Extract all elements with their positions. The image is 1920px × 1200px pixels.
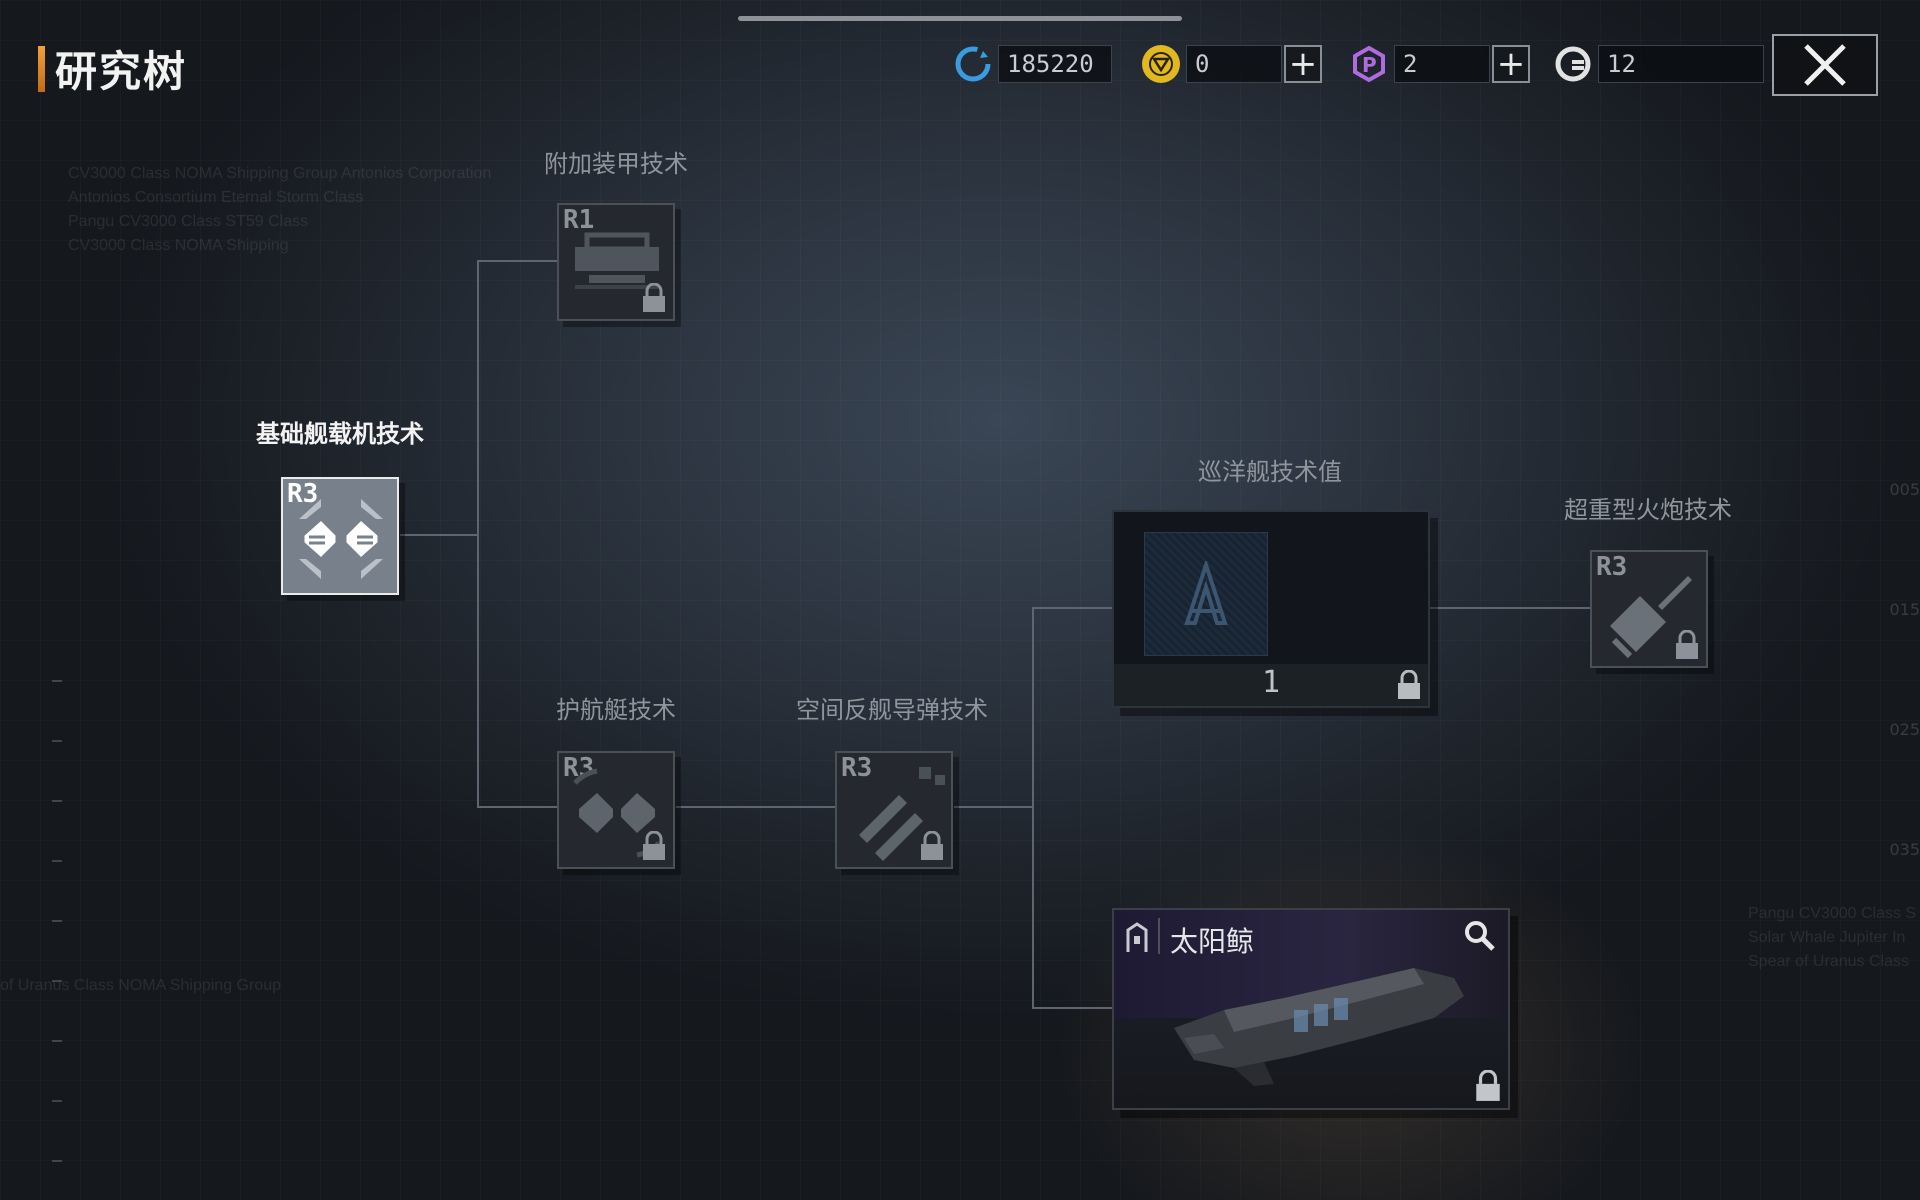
- rank-badge: R1: [563, 205, 595, 235]
- lock-icon: [1476, 1070, 1500, 1101]
- currency-credits: 185220: [954, 44, 1112, 84]
- rank-badge: R3: [287, 479, 319, 509]
- g-token-icon: [1554, 45, 1592, 83]
- lock-icon: [1398, 670, 1420, 699]
- v-coin-icon: [1142, 45, 1180, 83]
- missile-icon: [859, 767, 945, 861]
- p-gem-icon: P: [1350, 45, 1388, 83]
- search-icon[interactable]: [1462, 918, 1496, 952]
- escort-craft-icon: [573, 768, 661, 858]
- tech-node-escort[interactable]: R3: [557, 751, 675, 869]
- vcoin-value: 0: [1186, 45, 1282, 83]
- node-label-cruiser: 巡洋舰技术值: [1198, 458, 1342, 486]
- node-label-armor: 附加装甲技术: [544, 150, 688, 178]
- cruiser-tech-value: 1: [1261, 665, 1281, 700]
- ship-class-icon: [1126, 922, 1148, 952]
- currency-token: 12: [1554, 44, 1764, 84]
- refresh-credit-icon: [954, 45, 992, 83]
- tech-node-cannon[interactable]: R3: [1590, 550, 1708, 668]
- cruiser-tech-card[interactable]: 1: [1112, 510, 1430, 708]
- lock-icon: [921, 831, 943, 860]
- cruiser-emblem: [1144, 532, 1268, 656]
- lock-icon: [643, 831, 665, 860]
- title-accent: [38, 45, 45, 92]
- rank-badge: R3: [841, 753, 873, 783]
- lock-icon: [1676, 630, 1698, 659]
- cruiser-footer: [1114, 664, 1428, 706]
- gem-value: 2: [1394, 45, 1490, 83]
- tech-node-armor[interactable]: R1: [557, 203, 675, 321]
- ship-model-image: [1174, 968, 1464, 1086]
- add-vcoin-button[interactable]: +: [1284, 44, 1322, 84]
- armor-icon: [575, 232, 659, 289]
- ship-card-solar-whale[interactable]: 太阳鲸: [1112, 908, 1510, 1110]
- add-gem-button[interactable]: +: [1492, 44, 1530, 84]
- node-label-cannon: 超重型火炮技术: [1564, 496, 1732, 524]
- svg-text:P: P: [1362, 53, 1377, 77]
- pull-handle[interactable]: [738, 16, 1182, 21]
- bg-text-block-right: Pangu CV3000 Class S Solar Whale Jupiter…: [1748, 905, 1917, 970]
- bg-text-line: of Uranus Class NOMA Shipping Group: [0, 977, 282, 994]
- tech-node-missile[interactable]: R3: [835, 751, 953, 869]
- aircraft-icon: [299, 499, 383, 579]
- ship-name: 太阳鲸: [1170, 925, 1255, 958]
- cannon-icon: [1610, 576, 1692, 659]
- rank-badge: R3: [1596, 552, 1628, 582]
- page-header: 研究树: [38, 38, 187, 99]
- bg-text-block: CV3000 Class NOMA Shipping Group Antonio…: [68, 165, 492, 254]
- credits-value: 185220: [998, 45, 1112, 83]
- token-value: 12: [1598, 45, 1764, 83]
- page-title: 研究树: [55, 47, 188, 96]
- ship-name-divider: [1158, 918, 1160, 954]
- node-label-basic-aircraft: 基础舰载机技术: [256, 420, 424, 448]
- currency-vcoin: 0 +: [1142, 44, 1322, 84]
- node-label-escort: 护航艇技术: [556, 696, 676, 724]
- close-icon: [1804, 44, 1846, 86]
- lock-icon: [643, 283, 665, 312]
- tech-node-basic-aircraft[interactable]: R3: [281, 477, 399, 595]
- chevron-up-icon: [1184, 561, 1228, 625]
- node-label-missile: 空间反舰导弹技术: [796, 696, 988, 724]
- currency-gem: P 2 +: [1350, 44, 1530, 84]
- close-button[interactable]: [1772, 34, 1878, 96]
